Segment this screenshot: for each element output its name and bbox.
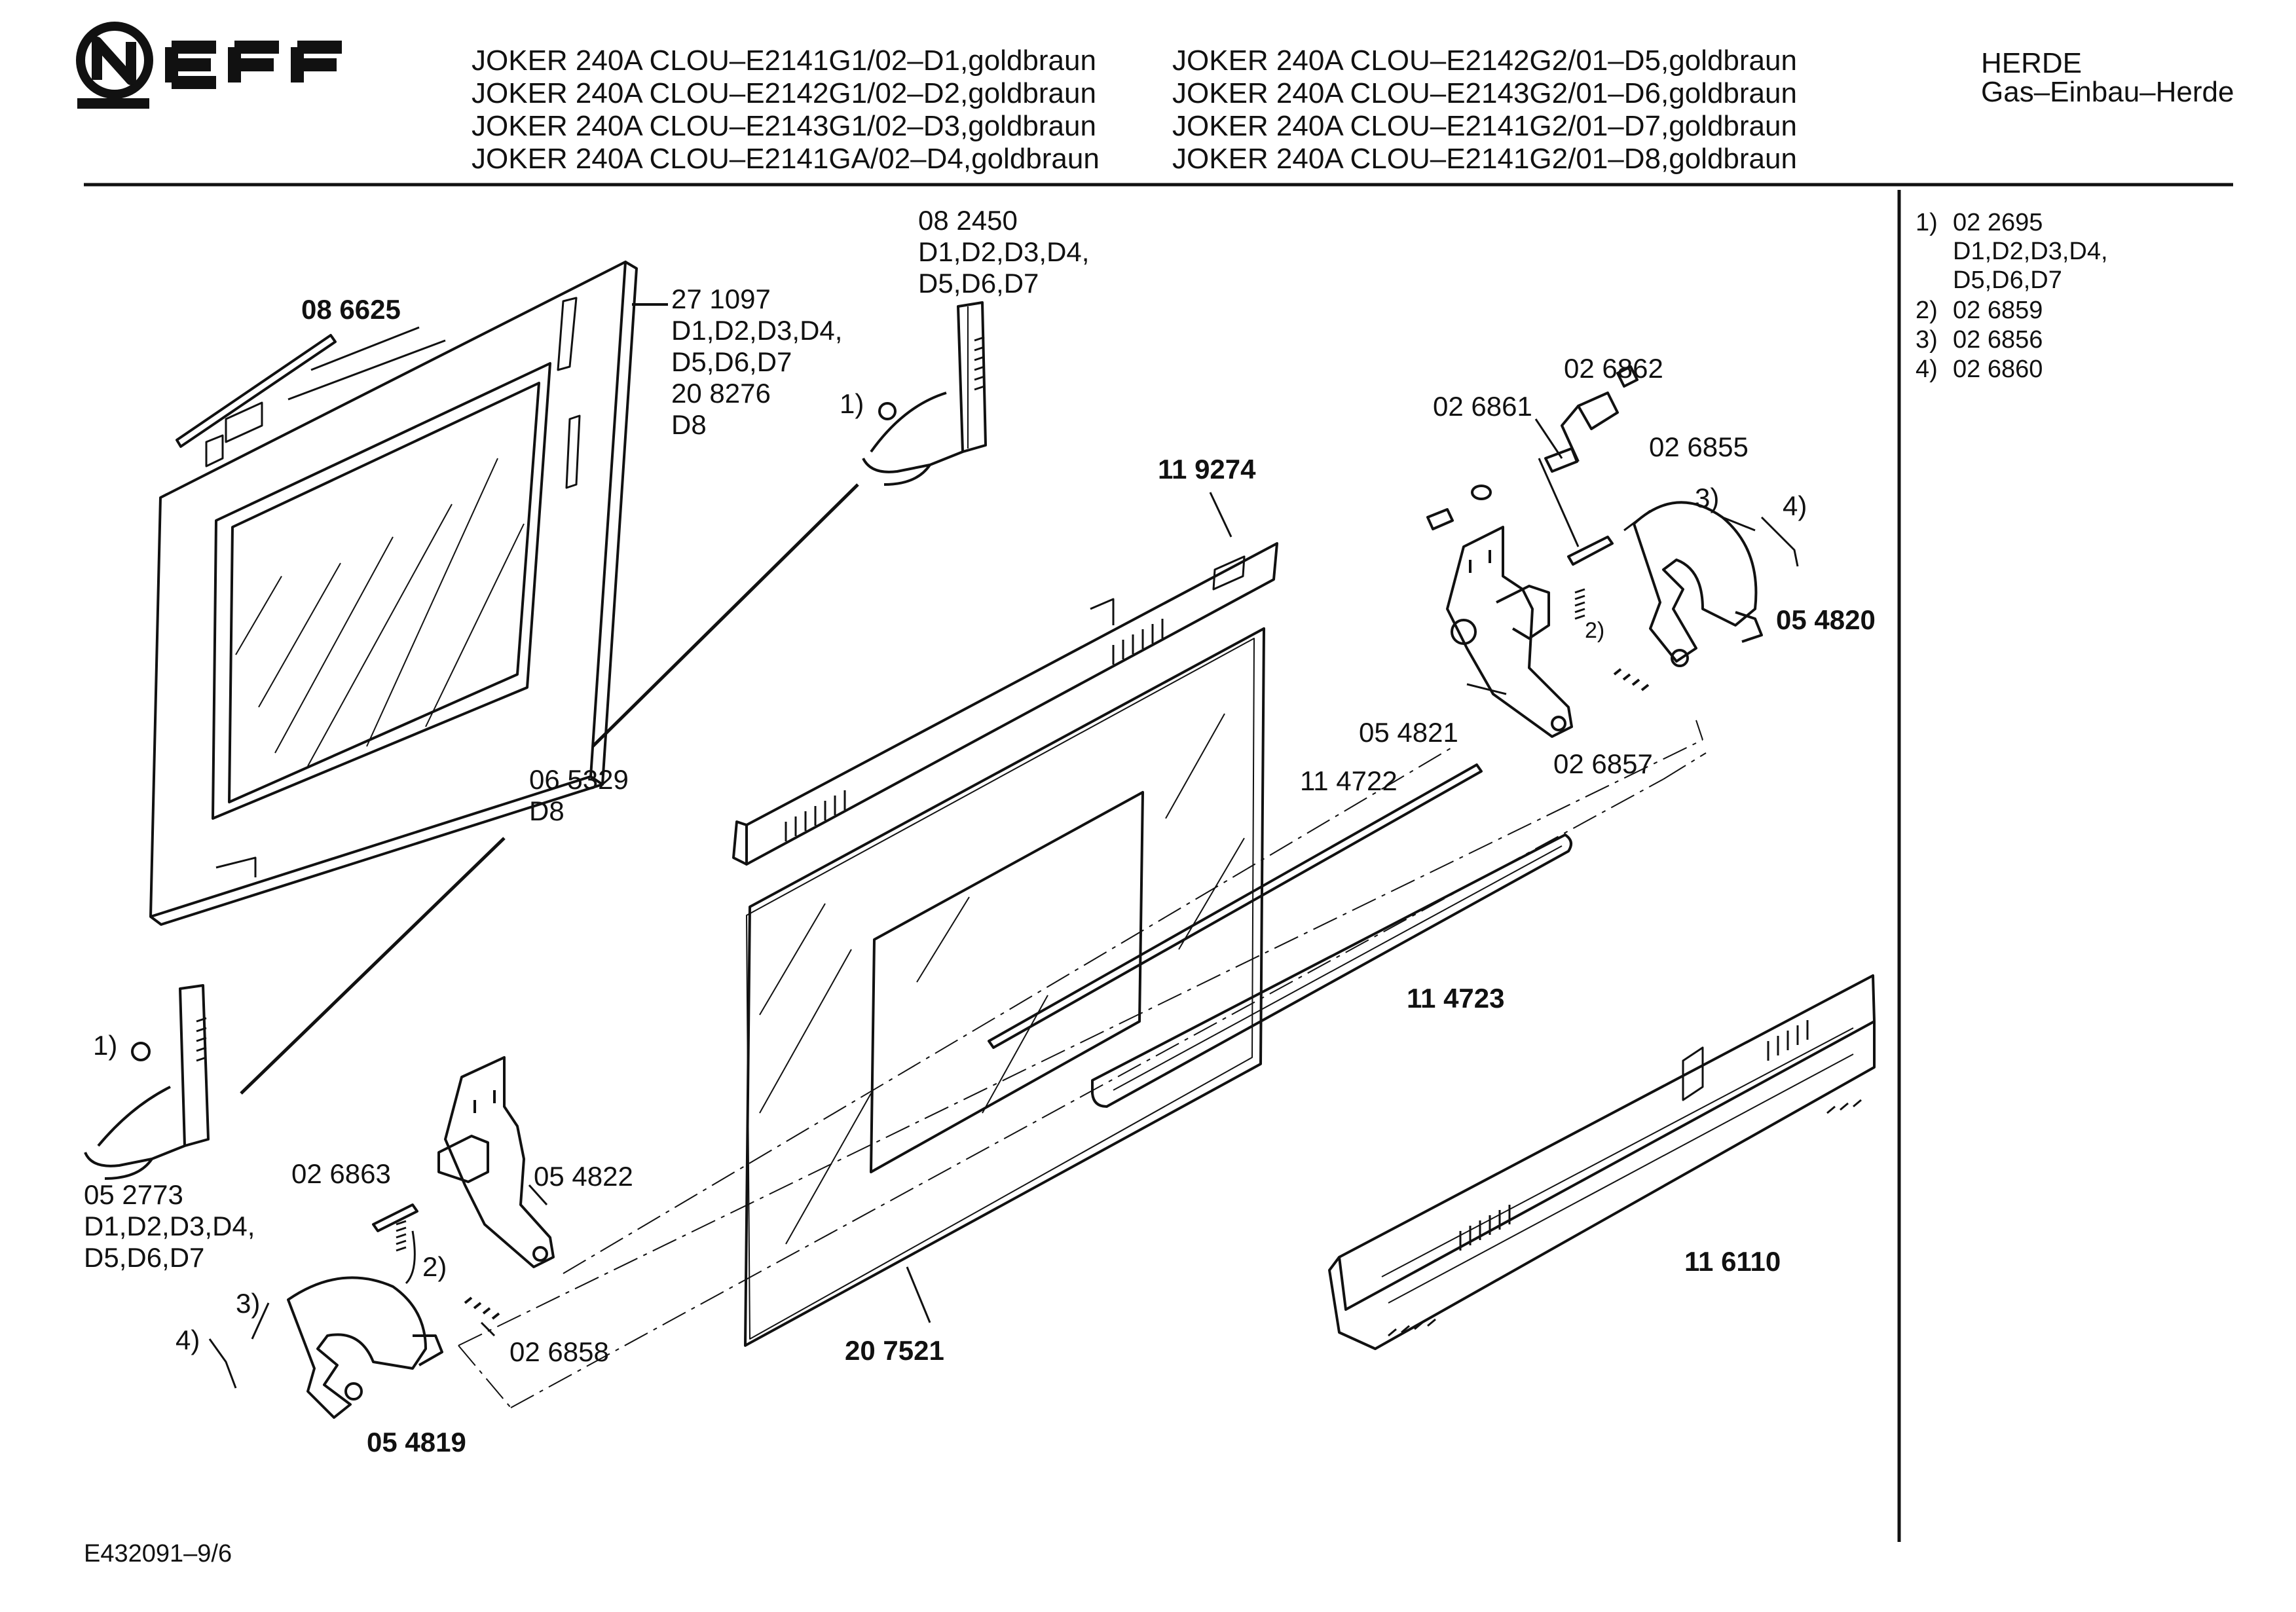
leader-026855 [1623, 509, 1651, 532]
callout-3-right-bracket [1722, 516, 1756, 532]
label-054820: 05 4820 [1776, 604, 1876, 635]
hinge-bottom [84, 984, 210, 1180]
label-065329: 06 5329 [529, 764, 629, 795]
model-line-6: JOKER 240A CLOU–E2143G2/01–D6,goldbraun [1172, 77, 1797, 109]
label-026862: 02 6862 [1564, 353, 1663, 384]
legend-key-1: 1) [1916, 209, 1938, 236]
label-052773: 05 2773 [84, 1179, 183, 1210]
legend-note-1a: D1,D2,D3,D4, [1953, 238, 2108, 265]
category-line-2: Gas–Einbau–Herde [1981, 76, 2234, 108]
leader-054822 [528, 1184, 548, 1206]
label-207521: 20 7521 [845, 1335, 944, 1366]
label-052773-models-2: D5,D6,D7 [84, 1242, 205, 1273]
label-208276-model: D8 [671, 409, 707, 440]
label-054822: 05 4822 [534, 1161, 633, 1192]
bottom-frame-116110 [1328, 974, 1876, 1350]
legend-part-2: 02 6859 [1953, 297, 2043, 324]
leader-054821 [1466, 683, 1507, 695]
strip-086625 [176, 334, 337, 448]
model-line-3: JOKER 240A CLOU–E2143G1/02–D3,goldbraun [472, 110, 1096, 142]
leader-026861 [1534, 418, 1563, 459]
legend-part-1: 02 2695 [1953, 209, 2043, 236]
legend-key-4: 4) [1916, 356, 1938, 383]
label-082450: 08 2450 [918, 205, 1018, 236]
label-082450-models-2: D5,D6,D7 [918, 268, 1039, 299]
label-026855: 02 6855 [1649, 431, 1749, 462]
label-271097: 27 1097 [671, 284, 771, 314]
hinge-assembly-right [1426, 365, 1763, 738]
legend-part-4: 02 6860 [1953, 356, 2043, 383]
label-026857: 02 6857 [1553, 748, 1653, 779]
label-082450-models: D1,D2,D3,D4, [918, 236, 1090, 267]
label-026863: 02 6863 [291, 1158, 391, 1189]
hinge-top [862, 301, 987, 486]
model-line-8: JOKER 240A CLOU–E2141G2/01–D8,goldbraun [1172, 143, 1797, 175]
category-line-1: HERDE [1981, 47, 2083, 79]
label-119274: 11 9274 [1158, 454, 1256, 485]
drawing-number: E432091–9/6 [84, 1540, 232, 1567]
label-271097-models-2: D5,D6,D7 [671, 346, 792, 377]
legend-note-1b: D5,D6,D7 [1953, 266, 2062, 294]
label-026861: 02 6861 [1433, 391, 1532, 422]
callout-1-top: 1) [840, 388, 864, 419]
leader-hinge-top [591, 483, 859, 748]
legend-key-2: 2) [1916, 297, 1938, 324]
callout-4-right: 4) [1783, 490, 1807, 521]
label-026858: 02 6858 [509, 1336, 609, 1367]
legend-part-3: 02 6856 [1953, 326, 2043, 354]
model-line-4: JOKER 240A CLOU–E2141GA/02–D4,goldbraun [472, 143, 1100, 175]
callout-4-left-bracket [208, 1338, 237, 1389]
label-065329-model: D8 [529, 796, 565, 826]
callout-4-left: 4) [176, 1325, 200, 1355]
callout-3-right: 3) [1695, 483, 1720, 513]
label-116110: 11 6110 [1684, 1246, 1781, 1277]
label-054821: 05 4821 [1359, 717, 1458, 748]
callout-3-left: 3) [236, 1288, 261, 1319]
leader-pin-right [1538, 458, 1580, 547]
leader-271097 [632, 303, 668, 306]
label-054819: 05 4819 [367, 1427, 466, 1457]
neff-logo [76, 22, 342, 109]
leader-026858 [480, 1321, 496, 1337]
label-271097-models: D1,D2,D3,D4, [671, 315, 843, 346]
leader-207521 [906, 1266, 931, 1323]
leader-119274 [1209, 492, 1232, 538]
label-052773-models: D1,D2,D3,D4, [84, 1211, 255, 1241]
top-frame-119274 [732, 542, 1278, 866]
callout-1-left: 1) [93, 1030, 118, 1061]
model-line-7: JOKER 240A CLOU–E2141G2/01–D7,goldbraun [1172, 110, 1797, 142]
outer-glass-207521 [744, 627, 1265, 1347]
callout-2-left: 2) [422, 1251, 447, 1282]
label-086625: 08 6625 [301, 294, 401, 325]
model-line-2: JOKER 240A CLOU–E2142G1/02–D2,goldbraun [472, 77, 1096, 109]
label-114722: 11 4722 [1300, 765, 1398, 796]
model-line-1: JOKER 240A CLOU–E2141G1/02–D1,goldbraun [472, 45, 1096, 77]
alignment-lines [458, 720, 1707, 1408]
legend-key-3: 3) [1916, 326, 1938, 354]
inner-door-panel [149, 261, 638, 926]
hinge-assembly-left [287, 1056, 555, 1419]
callout-4-right-bracket [1760, 516, 1799, 567]
label-114723: 11 4723 [1407, 983, 1505, 1014]
bar-114723 [1091, 833, 1572, 1108]
callout-3-left-bracket [251, 1302, 270, 1340]
leader-hinge-bottom [240, 837, 506, 1095]
callout-2-right: 2) [1585, 618, 1605, 643]
rod-114722 [988, 763, 1483, 1049]
label-208276: 20 8276 [671, 378, 771, 409]
model-line-5: JOKER 240A CLOU–E2142G2/01–D5,goldbraun [1172, 45, 1797, 77]
